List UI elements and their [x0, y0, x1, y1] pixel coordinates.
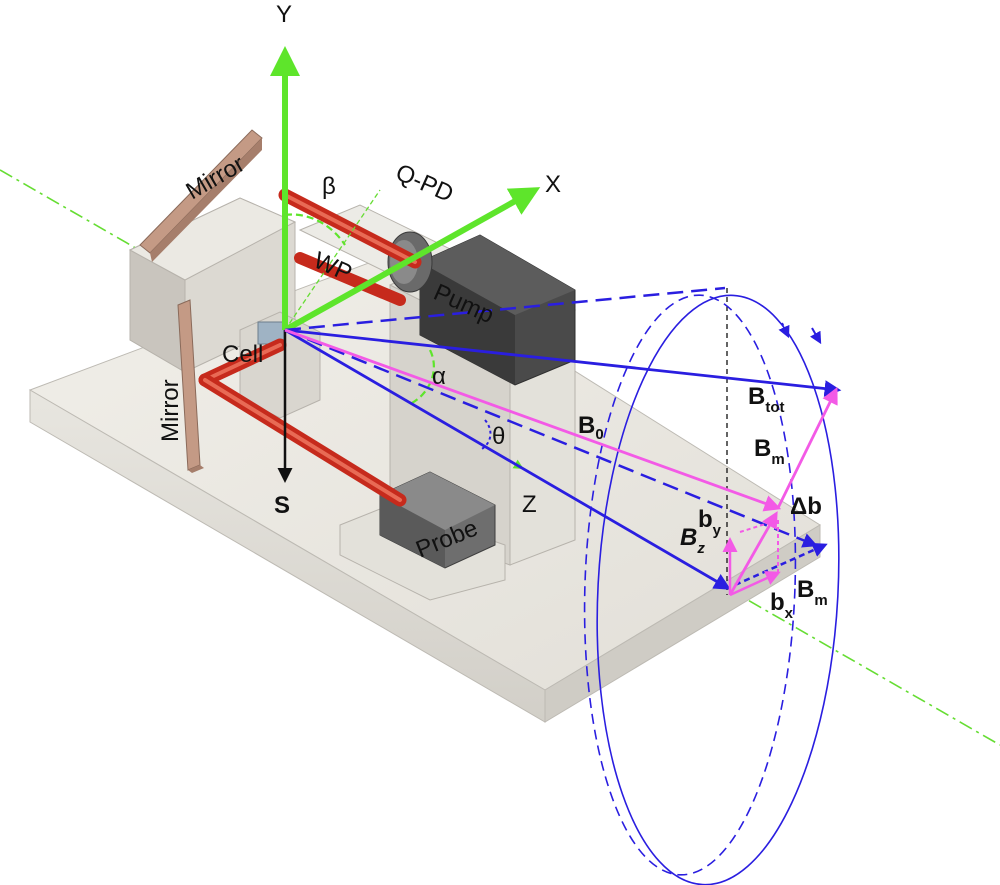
x-axis-label: X [545, 171, 561, 198]
top-mirror [139, 129, 263, 262]
mirror-left-label: Mirror [157, 379, 184, 442]
bm-label: Bm [754, 435, 785, 468]
delta-b-label: Δb [790, 493, 822, 520]
dashed-ellipse [583, 294, 797, 876]
bx-label: bx [770, 589, 794, 622]
left-mirror [177, 299, 204, 473]
bx-vector [729, 571, 781, 597]
qpd-label: Q-PD [392, 159, 458, 208]
btot-vector [284, 328, 842, 397]
cell-label: Cell [222, 341, 263, 368]
z-axis-label: Z [522, 491, 537, 518]
field-vectors-magenta [284, 328, 838, 597]
laser-beams [198, 174, 422, 507]
rear-mount [128, 197, 297, 373]
bm-small-vector [728, 511, 778, 596]
probe-block [339, 471, 506, 601]
field-vectors-blue [284, 328, 842, 590]
x-axis-arrow [283, 187, 541, 333]
s-axis-label: S [274, 492, 290, 519]
b0-vector [284, 328, 782, 512]
labels: Y X Z S Mirror Mirror Q-PD WP Pump Cell … [157, 1, 828, 622]
b0-label: B0 [578, 412, 604, 443]
field-dashed-lines [284, 286, 818, 548]
beta-label: β [322, 173, 336, 200]
bm-vector [776, 386, 838, 509]
by-label: by [698, 506, 722, 539]
bm2-label: Bm [797, 576, 828, 609]
tilted-b-vector [284, 328, 731, 590]
bz-label: Bz [680, 524, 705, 557]
alpha-label: α [432, 363, 446, 390]
theta-label: θ [492, 423, 505, 450]
angle-guides [284, 189, 492, 451]
btot-label: Btot [748, 383, 785, 416]
y-axis-label: Y [276, 1, 292, 28]
